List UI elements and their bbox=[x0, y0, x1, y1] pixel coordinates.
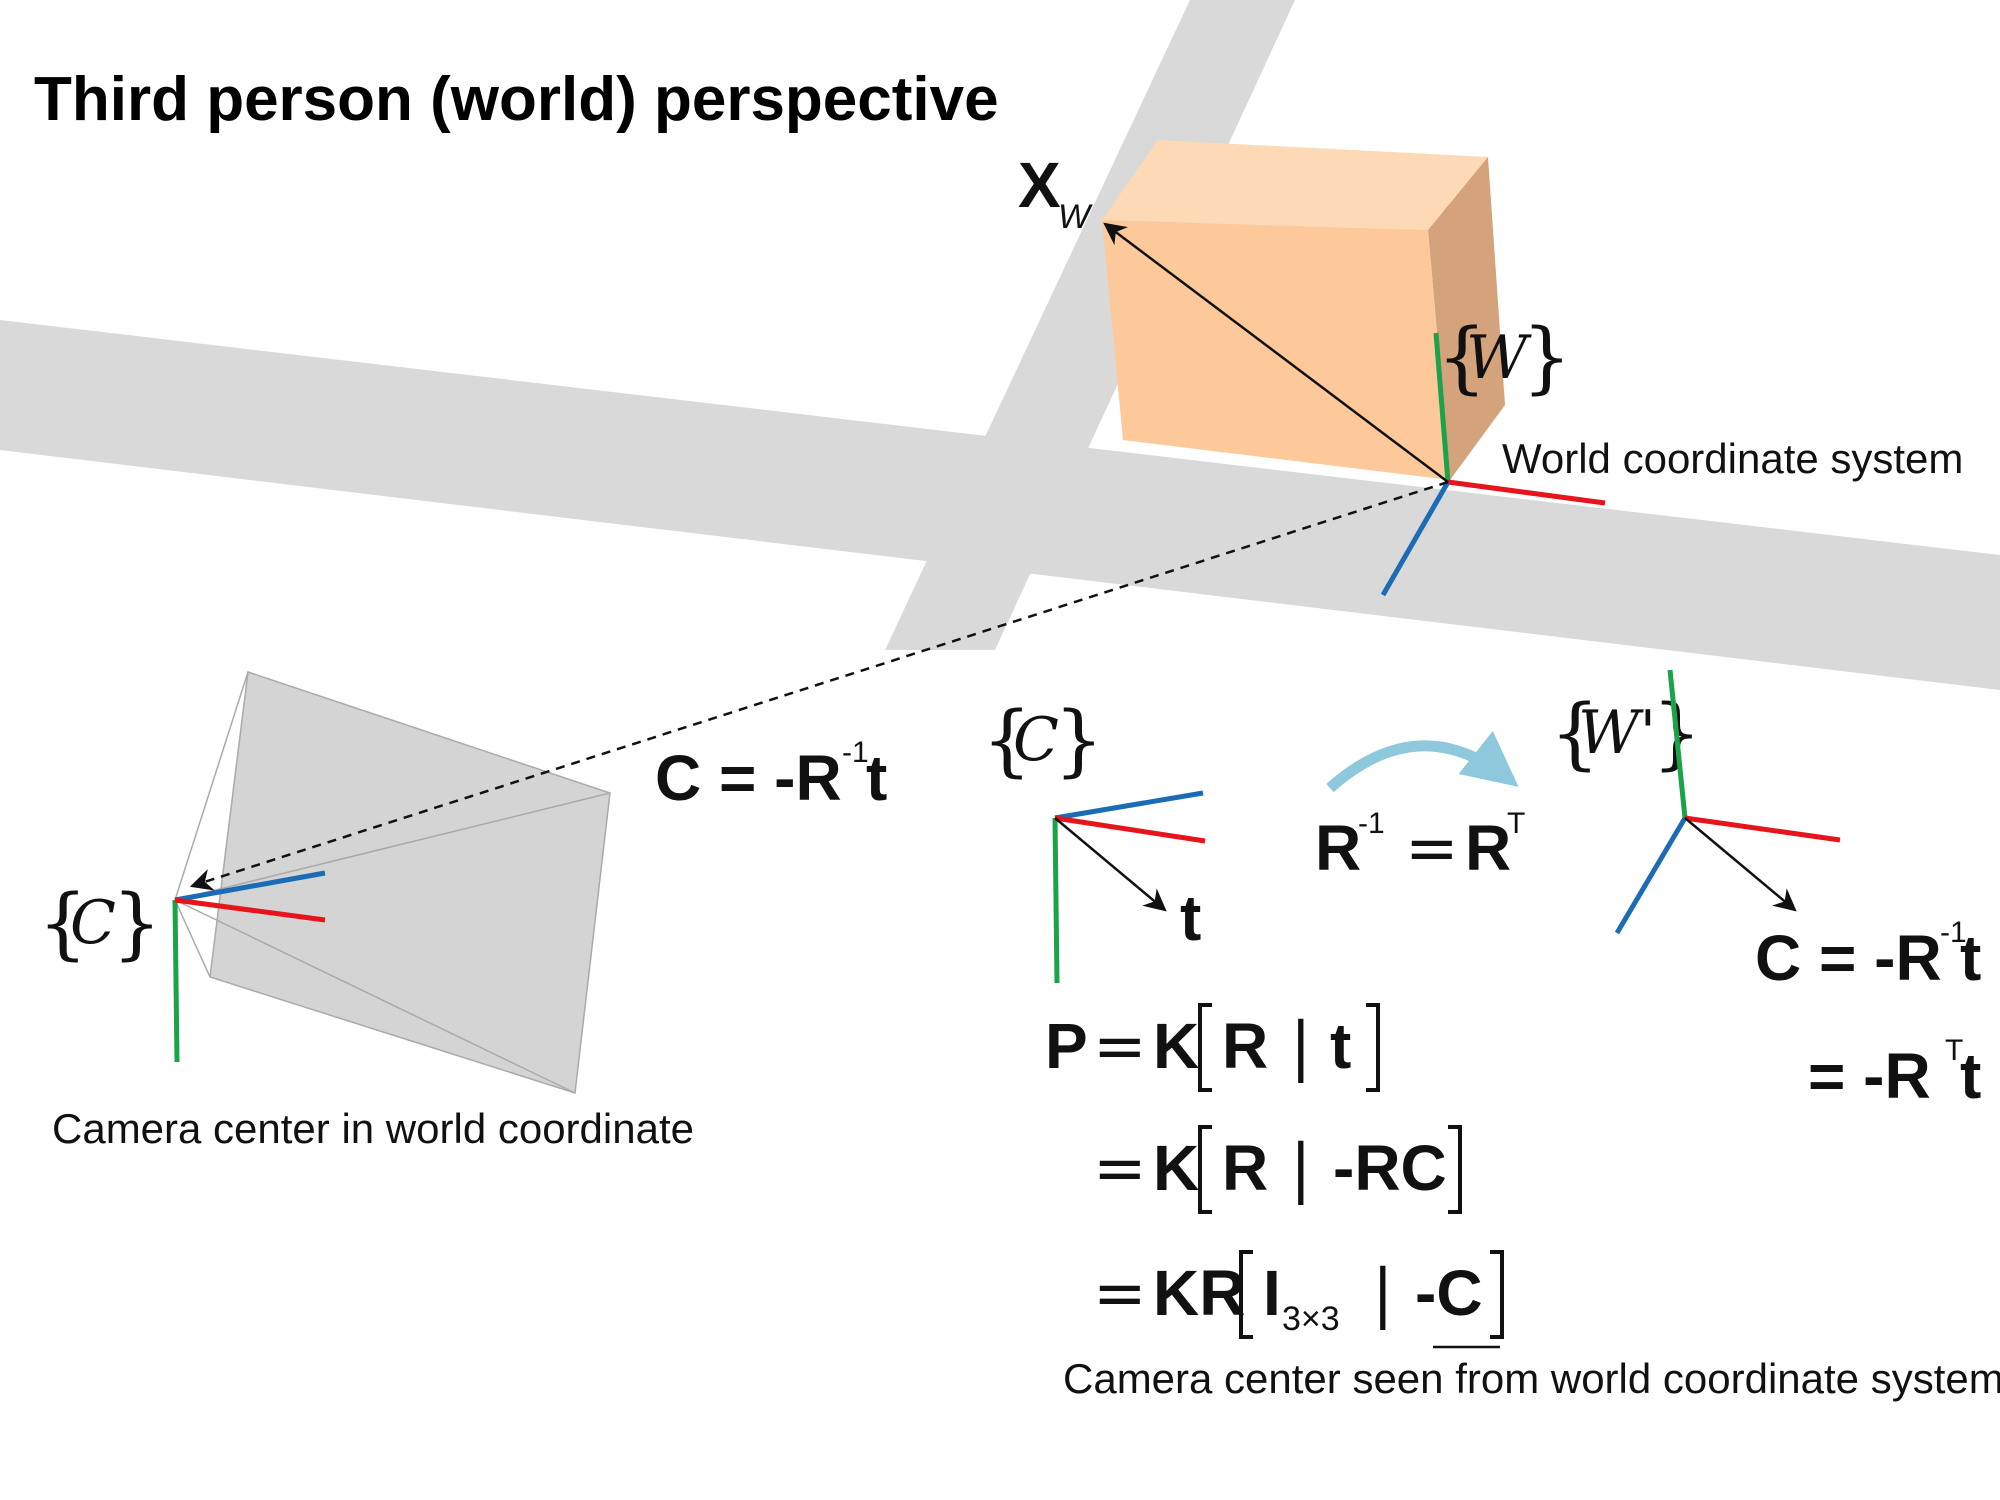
bracket-left bbox=[1198, 1003, 1212, 1092]
mid-axis-x bbox=[1054, 815, 1206, 844]
right-c-sup: -1 bbox=[1940, 916, 1967, 949]
middle-camera-axes bbox=[1052, 790, 1206, 984]
camera-axis-z bbox=[174, 870, 326, 903]
brace-close: } bbox=[1054, 696, 1104, 786]
p-r: R bbox=[1222, 1010, 1268, 1082]
bracket-right bbox=[1490, 1250, 1504, 1339]
camera-frame-label: { C } bbox=[38, 879, 162, 969]
line3-kr: KR bbox=[1153, 1257, 1245, 1329]
camera-frame-letter: C bbox=[70, 888, 116, 958]
camera-axes bbox=[172, 870, 326, 1063]
rotation-inverse-equation: R -1 = R T bbox=[1315, 807, 1525, 886]
p-lhs: P bbox=[1045, 1010, 1088, 1082]
p-t: t bbox=[1330, 1010, 1351, 1082]
dashed-camera-center-arrow bbox=[189, 480, 1449, 891]
frustum-edge-2 bbox=[174, 792, 611, 901]
world-axes bbox=[1380, 332, 1606, 597]
line2-r: R bbox=[1222, 1132, 1268, 1204]
xw-subscript: W bbox=[1058, 198, 1093, 236]
brace-close: } bbox=[112, 879, 162, 969]
line3-eq: = bbox=[1093, 1257, 1147, 1331]
mid-axis-z bbox=[1054, 790, 1204, 821]
rinv-lhs: R bbox=[1315, 812, 1361, 884]
projection-equation-line-1: P = K R | t bbox=[1045, 1003, 1380, 1092]
line3-c: -C bbox=[1415, 1257, 1483, 1329]
bracket-right bbox=[1448, 1125, 1462, 1214]
right-c-tail: t bbox=[1960, 922, 1981, 994]
brace-open: { bbox=[38, 879, 88, 969]
brace-close: } bbox=[1522, 313, 1572, 403]
camera-frame-letter-2: C bbox=[1013, 705, 1059, 775]
mid-axis-y bbox=[1052, 817, 1060, 984]
bracket-left bbox=[1239, 1250, 1253, 1339]
world-prime-frame-label: { W' } bbox=[1550, 689, 1702, 779]
eq-main: C = -R bbox=[655, 742, 842, 814]
line3-bar: | bbox=[1372, 1257, 1394, 1331]
projection-equation-line-3: = KR I 3×3 | -C bbox=[1093, 1250, 1504, 1349]
t-vector-arrow bbox=[1054, 817, 1167, 912]
line3-i: I bbox=[1263, 1257, 1281, 1329]
box-top-face bbox=[1102, 140, 1488, 230]
world-caption: World coordinate system bbox=[1502, 435, 1963, 482]
p-k: K bbox=[1153, 1010, 1199, 1082]
p-eq: = bbox=[1093, 1010, 1147, 1084]
line2-bar: | bbox=[1290, 1132, 1312, 1206]
rotation-arrow bbox=[1326, 731, 1519, 793]
world-axis-y bbox=[1433, 332, 1451, 483]
world-axis-z bbox=[1380, 480, 1451, 597]
bracket-left bbox=[1198, 1125, 1212, 1214]
frustum-edge-3 bbox=[174, 899, 576, 1094]
page-title: Third person (world) perspective bbox=[34, 65, 999, 134]
rinv-rhs: R bbox=[1465, 812, 1511, 884]
world-prime-axes bbox=[1614, 669, 1841, 935]
line2-eq: = bbox=[1093, 1132, 1147, 1206]
world-axis-x bbox=[1447, 479, 1606, 506]
world-frame-letter: W bbox=[1466, 323, 1532, 393]
wp-axis-x bbox=[1684, 815, 1841, 843]
frustum-edge-4 bbox=[174, 899, 211, 978]
right-c-main: C = -R bbox=[1755, 922, 1942, 994]
world-frame-label: { W } bbox=[1437, 313, 1572, 403]
world-prime-letter: W' bbox=[1578, 698, 1656, 768]
eq-sup: -1 bbox=[842, 736, 869, 769]
wp-axis-z bbox=[1614, 816, 1688, 935]
box-front-face bbox=[1102, 220, 1450, 480]
camera-axis-y bbox=[172, 899, 180, 1063]
rinv-eq: = bbox=[1405, 812, 1459, 886]
wp-axis-y bbox=[1667, 669, 1688, 819]
camera-frustum bbox=[174, 670, 611, 1094]
bracket-right bbox=[1366, 1003, 1380, 1092]
box-side-face bbox=[1428, 157, 1505, 480]
frustum-edge-1 bbox=[174, 671, 249, 901]
camera-center-equation: C = -R -1 t bbox=[655, 736, 887, 814]
rinv-rhs-sup: T bbox=[1507, 807, 1525, 840]
right-camera-center-equation: C = -R -1 t bbox=[1755, 916, 1981, 994]
eq-tail: t bbox=[866, 742, 887, 814]
t-label: t bbox=[1180, 882, 1201, 954]
line2-k: K bbox=[1153, 1132, 1199, 1204]
line3-sub: 3×3 bbox=[1282, 1300, 1340, 1338]
right-rt-equation: = -R T t bbox=[1808, 1034, 1981, 1112]
brace-open: { bbox=[1437, 313, 1487, 403]
bottom-caption: Camera center seen from world coordinate… bbox=[1063, 1355, 2000, 1402]
brace-open: { bbox=[982, 696, 1032, 786]
xw-label: X bbox=[1018, 149, 1061, 221]
c-vector-arrow bbox=[1684, 817, 1797, 912]
camera-axis-x bbox=[174, 897, 326, 923]
projection-equation-line-2: = K R | -RC bbox=[1093, 1125, 1462, 1214]
brace-open: { bbox=[1550, 689, 1600, 779]
right-rt-main: = -R bbox=[1808, 1040, 1931, 1112]
line2-rc: -RC bbox=[1333, 1132, 1447, 1204]
right-rt-sup: T bbox=[1945, 1034, 1963, 1067]
box bbox=[1102, 140, 1505, 480]
right-rt-tail: t bbox=[1960, 1040, 1981, 1112]
camera-frame-label-2: { C } bbox=[982, 696, 1104, 786]
camera-caption: Camera center in world coordinate bbox=[52, 1105, 694, 1152]
p-bar: | bbox=[1290, 1010, 1312, 1084]
rinv-sup: -1 bbox=[1358, 807, 1385, 840]
xw-vector-arrow bbox=[1103, 222, 1449, 483]
